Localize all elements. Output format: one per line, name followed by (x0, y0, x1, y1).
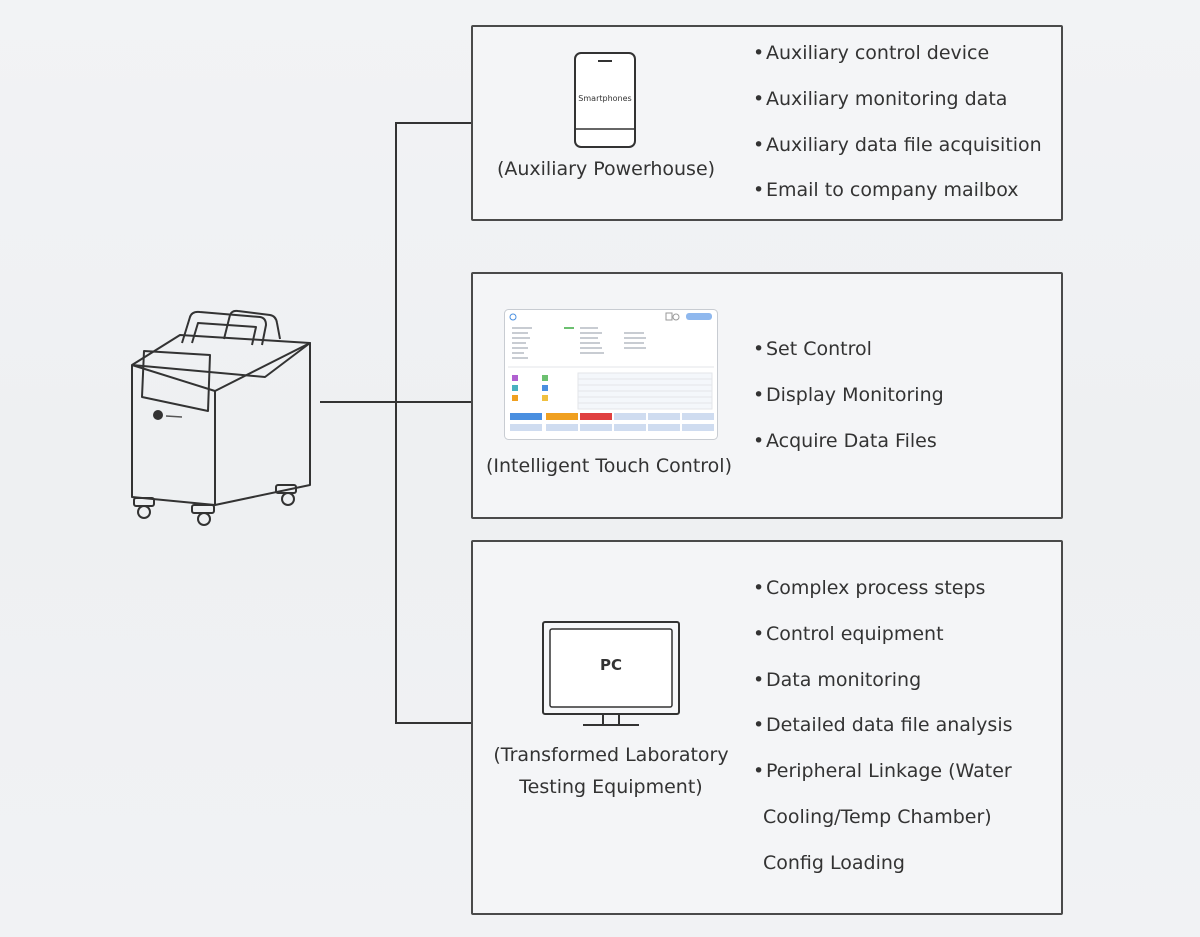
trunk-line (320, 401, 396, 403)
test-equipment-cart-icon (131, 309, 311, 526)
panel-transformed-lab-equipment: PC (Transformed Laboratory Testing Equip… (471, 540, 1063, 915)
feature-item: Auxiliary data file acquisition (753, 134, 1042, 157)
panel-caption-line-1: (Transformed Laboratory (493, 744, 729, 766)
pc-label: PC (599, 656, 622, 674)
feature-item: Peripheral Linkage (Water (753, 760, 1013, 783)
branch-line-middle (395, 401, 472, 403)
panel-caption-line-2: Testing Equipment) (519, 776, 703, 798)
feature-list: Set Control Display Monitoring Acquire D… (753, 338, 944, 452)
feature-list: Auxiliary control device Auxiliary monit… (753, 42, 1042, 202)
touch-screen-ui-icon (504, 309, 718, 440)
feature-item: Auxiliary control device (753, 42, 1042, 65)
branch-line-top (395, 122, 472, 124)
panel-caption: (Intelligent Touch Control) (486, 455, 732, 477)
feature-item: Email to company mailbox (753, 179, 1042, 202)
panel-auxiliary-powerhouse: Smartphones (Auxiliary Powerhouse) Auxil… (471, 25, 1063, 221)
feature-item: Complex process steps (753, 577, 1013, 600)
panel-caption: (Auxiliary Powerhouse) (496, 158, 716, 180)
panel-intelligent-touch-control: (Intelligent Touch Control) Set Control … (471, 272, 1063, 519)
feature-list: Complex process steps Control equipment … (753, 577, 1013, 875)
feature-item: Display Monitoring (753, 384, 944, 407)
feature-item: Auxiliary monitoring data (753, 88, 1042, 111)
feature-item: Data monitoring (753, 669, 1013, 692)
branch-line-bottom (395, 722, 472, 724)
feature-item: Control equipment (753, 623, 1013, 646)
feature-item: Acquire Data Files (753, 430, 944, 453)
feature-item: Set Control (753, 338, 944, 361)
feature-item-continuation: Config Loading (763, 851, 905, 874)
smartphone-icon (574, 52, 636, 148)
feature-item: Detailed data file analysis (753, 714, 1013, 737)
pc-monitor-icon (542, 621, 680, 726)
feature-item-continuation: Cooling/Temp Chamber) (763, 805, 992, 828)
smartphone-label: Smartphones (578, 94, 632, 103)
vertical-bus-line (395, 123, 397, 724)
